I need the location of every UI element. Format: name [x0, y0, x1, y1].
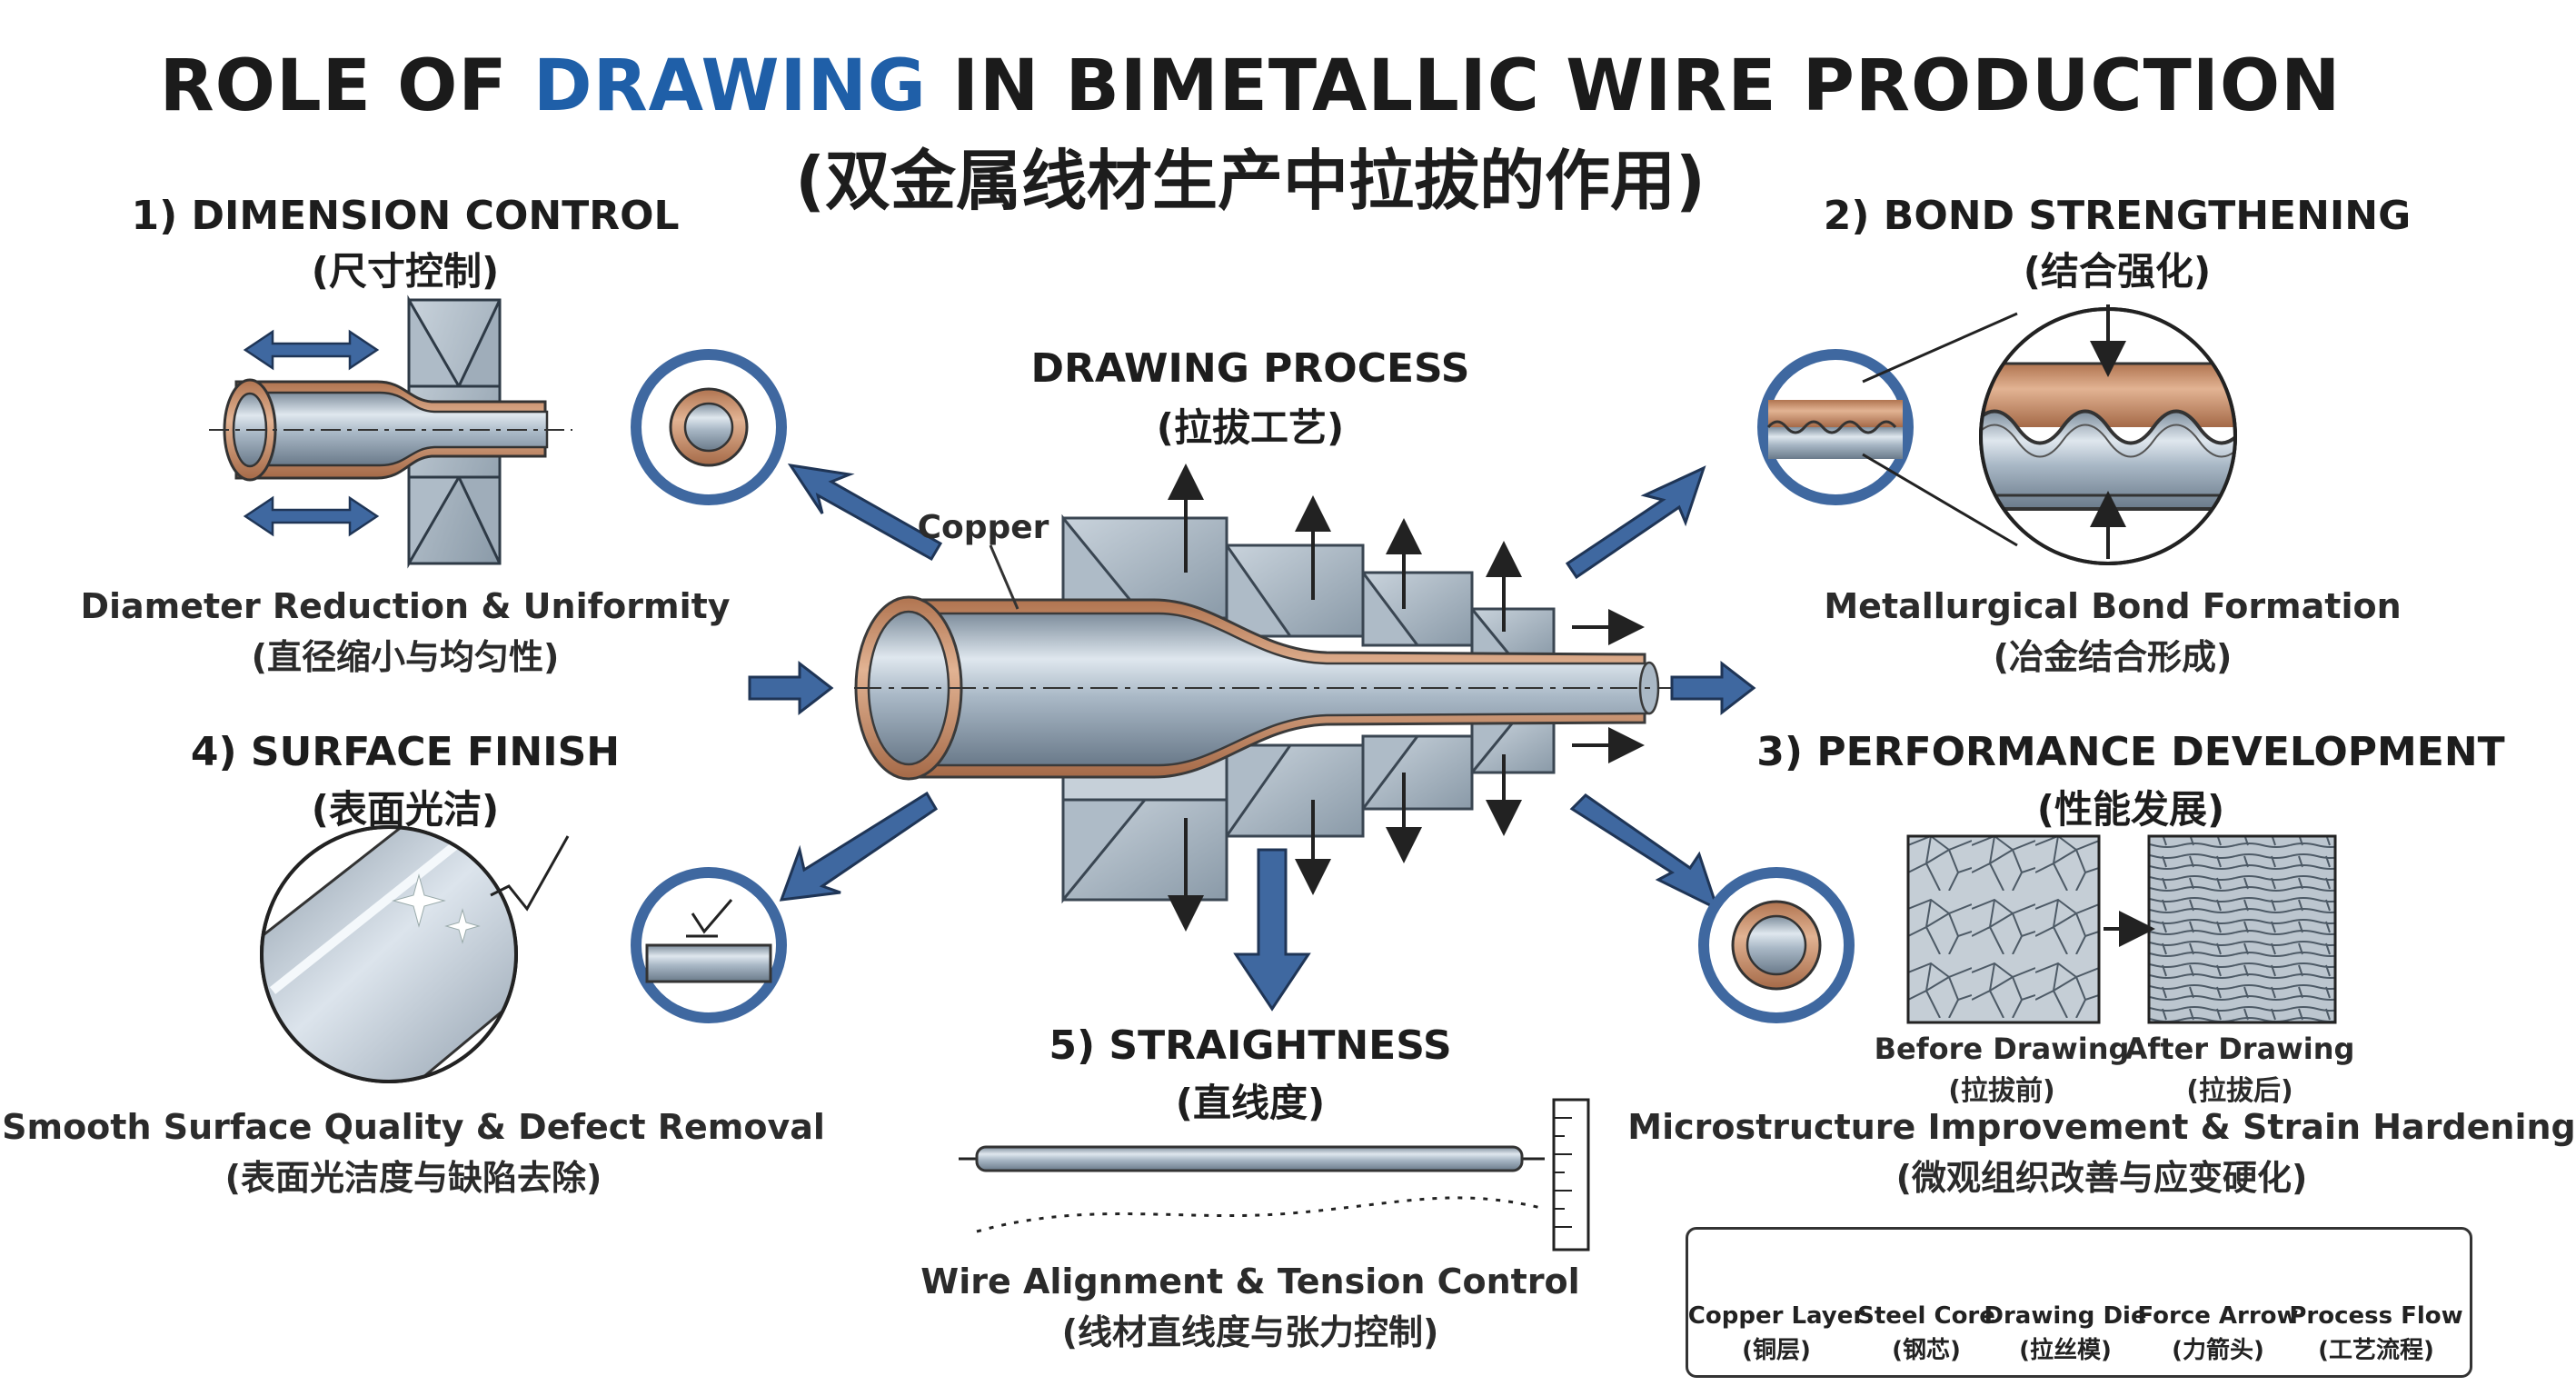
legend-sub: (工艺流程)	[2318, 1337, 2434, 1364]
title-part2: IN BIMETALLIC WIRE PRODUCTION	[926, 45, 2342, 127]
performance-caption: Microstructure Improvement & Strain Hard…	[1627, 1107, 2576, 1147]
grain-before-panel	[1906, 834, 2101, 1024]
legend-sub: (力箭头)	[2172, 1337, 2264, 1364]
ruler-icon	[1552, 1098, 1590, 1251]
legend-label: Process Flow	[2289, 1302, 2463, 1330]
bond-strengthening-illustration	[1757, 304, 2237, 565]
process-flow-arrows	[748, 660, 1756, 716]
cross-section-circle-1	[631, 349, 787, 505]
performance-caption-cn: (微观组织改善与应变硬化)	[1895, 1158, 2308, 1198]
drawing-process-heading: DRAWING PROCESS	[1030, 345, 1470, 392]
grain-after-panel	[2147, 834, 2337, 1024]
legend-sub: (铜层)	[1742, 1337, 1811, 1364]
title-part1: ROLE OF	[159, 45, 533, 127]
bond-heading-cn: (结合强化)	[2023, 249, 2212, 294]
dimension-caption-cn: (直径缩小与均匀性)	[251, 637, 560, 677]
after-drawing-label-cn: (拉拔后)	[2186, 1075, 2293, 1107]
bond-caption: Metallurgical Bond Formation	[1824, 586, 2402, 626]
drawing-process-illustration	[748, 464, 1756, 1012]
legend-label: Drawing Die	[1984, 1302, 2147, 1330]
after-drawing-label: After Drawing	[2124, 1032, 2355, 1066]
diagram-canvas	[209, 294, 2420, 1298]
copper-label: Copper	[917, 509, 1049, 546]
legend-label: Force Arrow	[2137, 1302, 2299, 1330]
drawing-process-heading-cn: (拉拔工艺)	[1156, 405, 1345, 450]
straightness-caption: Wire Alignment & Tension Control	[920, 1261, 1580, 1301]
performance-heading-cn: (性能发展)	[2036, 787, 2225, 832]
legend-sub: (拉丝模)	[2019, 1337, 2112, 1364]
legend: Copper Layer (铜层) Steel Core (钢芯) Drawin…	[1686, 1227, 2472, 1378]
dimension-caption: Diameter Reduction & Uniformity	[80, 586, 731, 626]
surface-caption: Smooth Surface Quality & Defect Removal	[2, 1107, 825, 1147]
force-arrows	[1168, 464, 1645, 932]
section-pointer-arrows	[779, 464, 1720, 1012]
straightness-heading: 5) STRAIGHTNESS	[1049, 1022, 1452, 1069]
bond-caption-cn: (冶金结合形成)	[1993, 637, 2233, 677]
legend-sub: (钢芯)	[1892, 1337, 1961, 1364]
dimension-heading: 1) DIMENSION CONTROL	[131, 193, 680, 239]
legend-label: Copper Layer	[1687, 1302, 1865, 1330]
page-title: ROLE OF DRAWING IN BIMETALLIC WIRE PRODU…	[160, 45, 2342, 127]
page-subtitle: (双金属线材生产中拉拔的作用)	[795, 143, 1706, 219]
bond-heading: 2) BOND STRENGTHENING	[1823, 193, 2412, 239]
title-highlight: DRAWING	[532, 45, 927, 127]
straightness-caption-cn: (线材直线度与张力控制)	[1061, 1312, 1439, 1352]
straightness-heading-cn: (直线度)	[1175, 1081, 1326, 1125]
surface-caption-cn: (表面光洁度与缺陷去除)	[224, 1158, 602, 1198]
legend-label: Steel Core	[1857, 1302, 1995, 1330]
before-drawing-label: Before Drawing	[1874, 1032, 2130, 1066]
performance-illustration	[1698, 834, 2337, 1024]
dimension-heading-cn: (尺寸控制)	[311, 249, 500, 294]
dimension-control-illustration	[209, 294, 572, 569]
before-drawing-label-cn: (拉拔前)	[1948, 1075, 2055, 1107]
surface-heading: 4) SURFACE FINISH	[190, 729, 621, 775]
surface-heading-cn: (表面光洁)	[311, 787, 500, 832]
surface-finish-illustration	[260, 825, 787, 1083]
surface-finish-symbol-icon	[490, 835, 570, 912]
straightness-illustration	[959, 1098, 1590, 1251]
performance-heading: 3) PERFORMANCE DEVELOPMENT	[1756, 729, 2505, 775]
bimetallic-wire-main	[854, 544, 1708, 781]
